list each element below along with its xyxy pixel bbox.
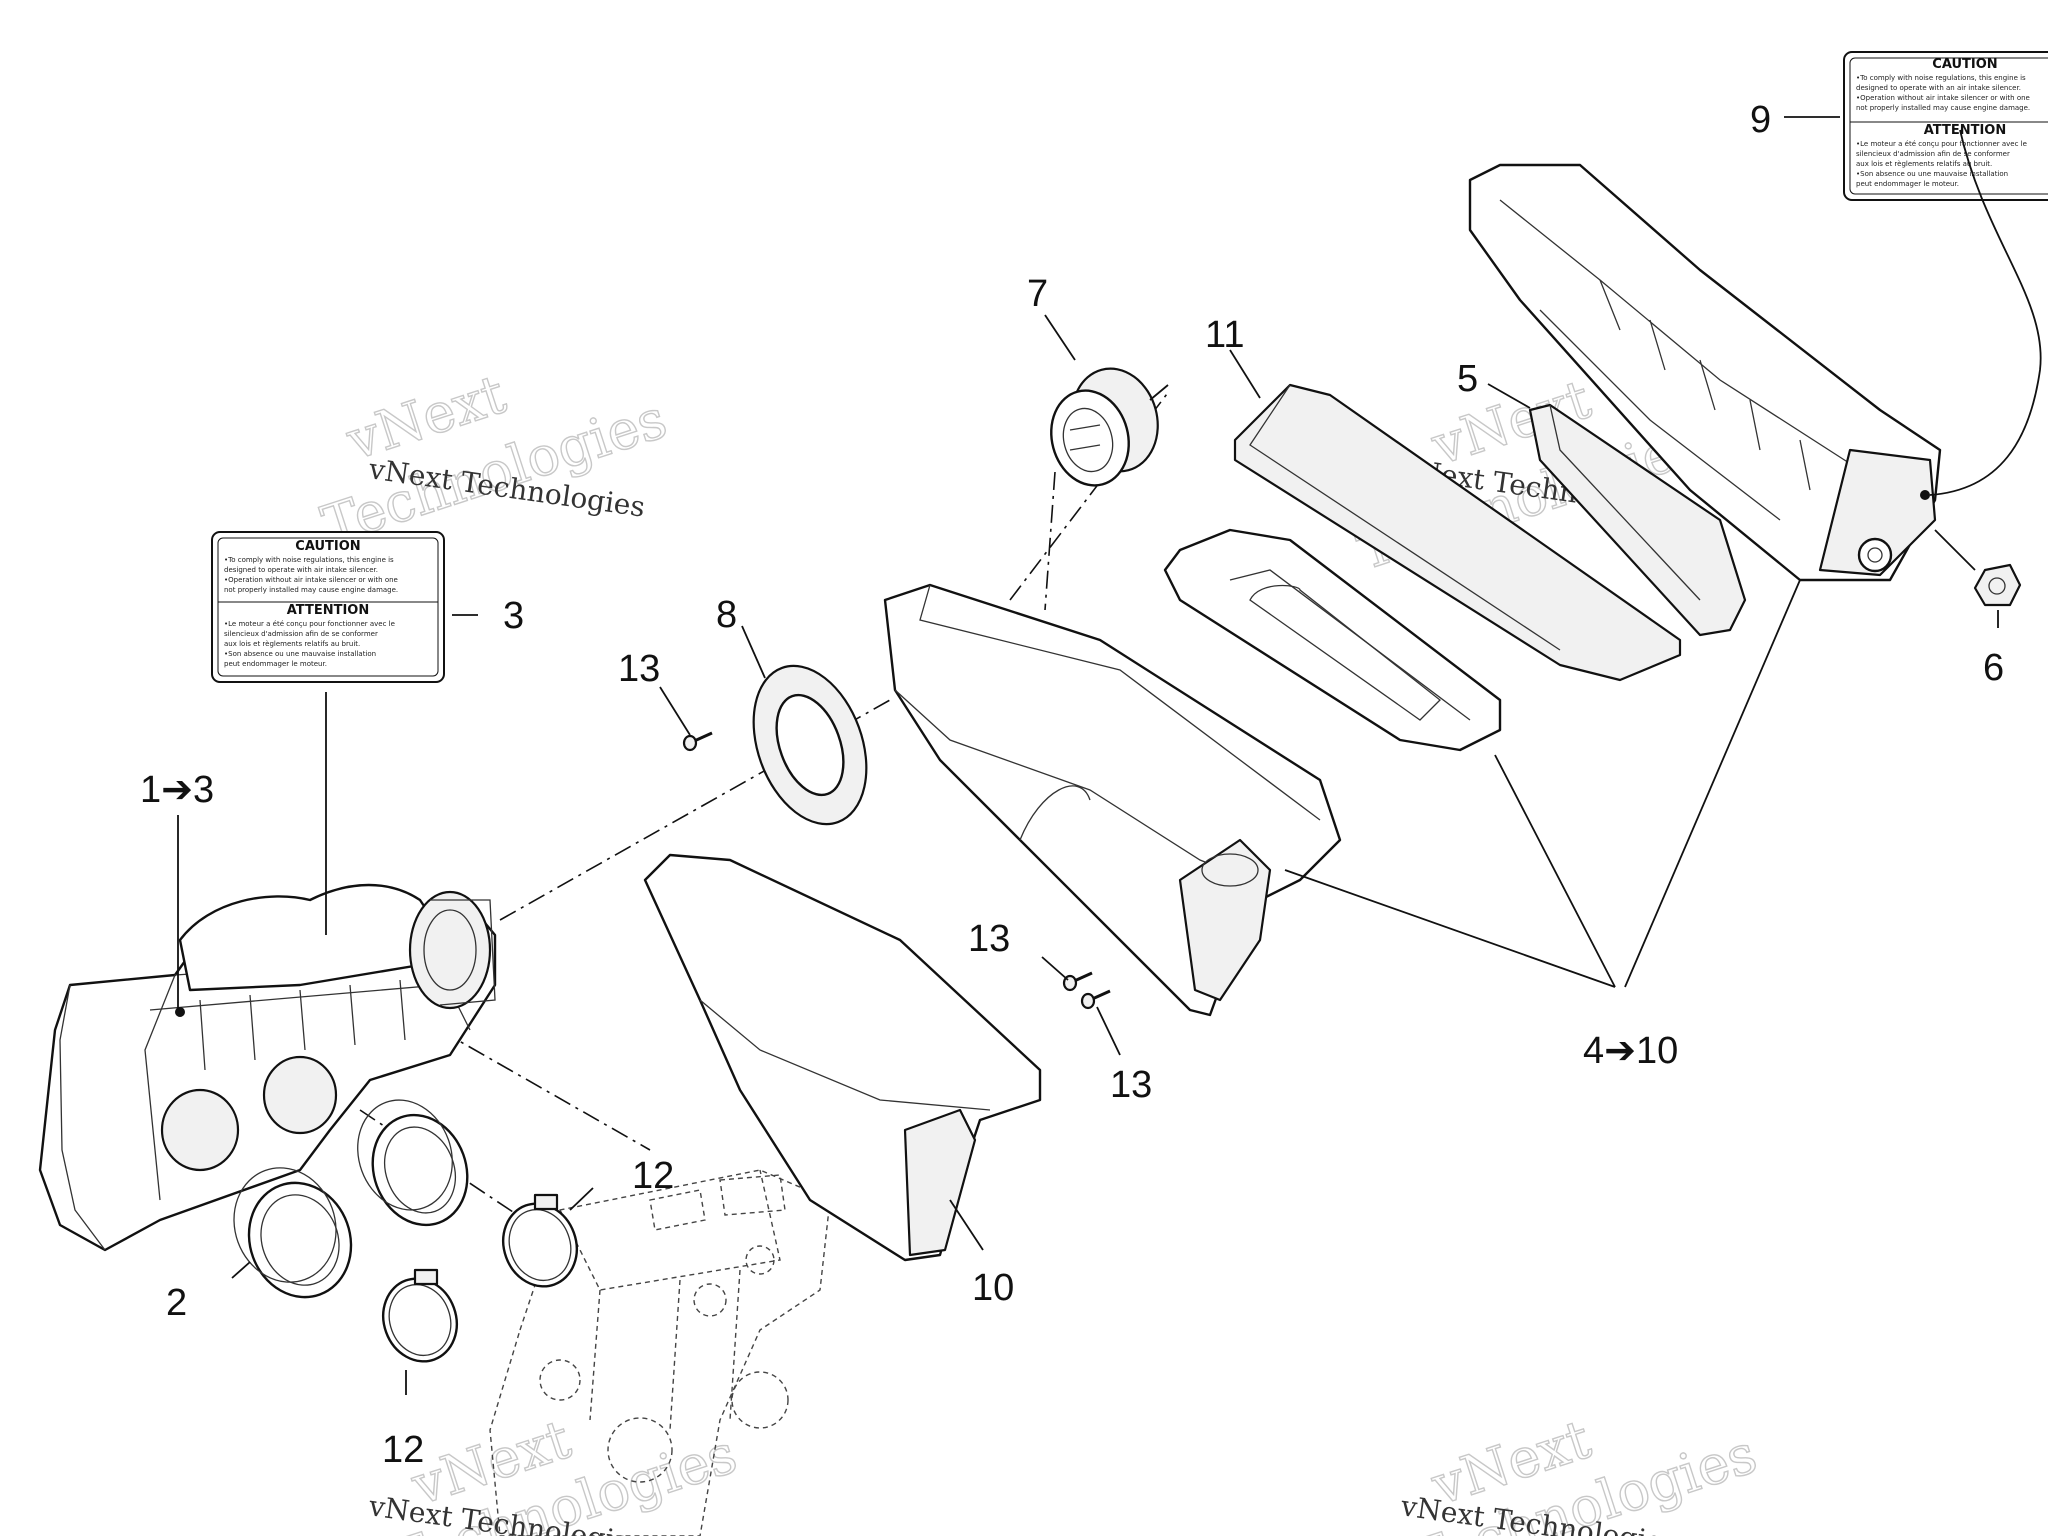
callout-4-10: 4➔10 (1583, 1030, 1678, 1072)
svg-text:aux lois et règlements relatif: aux lois et règlements relatifs au bruit… (1856, 160, 1992, 168)
svg-text:•Le moteur a été conçu pour fo: •Le moteur a été conçu pour fonctionner … (224, 620, 395, 628)
callout-2: 2 (166, 1282, 187, 1324)
caution-label-left: CAUTION •To comply with noise regulation… (211, 531, 445, 683)
callout-3: 3 (503, 595, 524, 637)
air-box-cover-upper (883, 583, 1342, 1017)
callout-7: 7 (1027, 273, 1048, 315)
svg-text:not properly installed may cau: not properly installed may cause engine … (224, 586, 398, 594)
svg-text:peut endommager le moteur.: peut endommager le moteur. (1856, 180, 1959, 188)
callout-13-mid: 13 (968, 918, 1010, 960)
svg-text:CAUTION: CAUTION (1932, 57, 1997, 72)
callout-9: 9 (1750, 99, 1771, 141)
svg-text:designed to operate with an ai: designed to operate with an air intake s… (1856, 84, 2021, 92)
svg-text:peut endommager le moteur.: peut endommager le moteur. (224, 660, 327, 668)
svg-text:CAUTION: CAUTION (295, 539, 360, 554)
air-filter (1163, 528, 1502, 752)
callout-12-upper: 12 (632, 1155, 674, 1197)
svg-text:•Operation without air intake: •Operation without air intake silencer o… (224, 576, 398, 584)
svg-text:•Son absence ou une mauvaise i: •Son absence ou une mauvaise installatio… (1856, 170, 2008, 178)
foam-strip (1528, 403, 1747, 637)
watermark-top-left: vNext Technologies vNext Technologies (314, 362, 675, 558)
svg-text:silencieux d'admission afin de: silencieux d'admission afin de se confor… (1856, 150, 2010, 158)
foam-panel (1233, 383, 1682, 682)
svg-text:•Le moteur a été conçu pour fo: •Le moteur a été conçu pour fonctionner … (1856, 140, 2027, 148)
svg-text:designed to operate with air i: designed to operate with air intake sile… (224, 566, 378, 574)
svg-text:ATTENTION: ATTENTION (1924, 123, 2006, 138)
intake-cap (1050, 367, 1169, 487)
caution-label-right: CAUTION •To comply with noise regulation… (1843, 51, 2048, 201)
watermark-bottom-right: vNext Technologies vNext Technologies (1398, 1407, 1765, 1536)
svg-text:ATTENTION: ATTENTION (287, 603, 369, 618)
callouts: 1➔3 2 3 4➔10 5 6 7 8 9 10 11 12 12 13 13… (140, 99, 2004, 1471)
screw (682, 731, 1111, 1010)
callout-11: 11 (1205, 314, 1244, 356)
callout-12-lower: 12 (382, 1429, 424, 1471)
air-box-bottom-panel (643, 853, 1042, 1262)
leader-lines (177, 116, 2042, 1395)
callout-8: 8 (716, 594, 737, 636)
callout-13-low: 13 (1110, 1064, 1152, 1106)
callout-1-3: 1➔3 (140, 769, 214, 811)
watermark-bottom-left: vNext Technologies vNext Technologies (366, 1407, 745, 1536)
gasket-ring (752, 664, 868, 826)
svg-text:•To comply with noise regulati: •To comply with noise regulations, this … (1856, 74, 2026, 82)
svg-text:•Operation without air intake: •Operation without air intake silencer o… (1856, 94, 2030, 102)
svg-text:•Son absence ou une mauvaise i: •Son absence ou une mauvaise installatio… (224, 650, 376, 658)
air-intake-box (38, 883, 497, 1252)
rubber-adapter (233, 1099, 469, 1299)
nut (1973, 563, 2022, 607)
svg-text:silencieux d'admission afin de: silencieux d'admission afin de se confor… (224, 630, 378, 638)
callout-6: 6 (1983, 647, 2004, 689)
hose-clamp (382, 1193, 578, 1363)
callout-5: 5 (1457, 358, 1478, 400)
svg-text:•To comply with noise regulati: •To comply with noise regulations, this … (224, 556, 394, 564)
engine-phantom (489, 1169, 831, 1536)
svg-text:not properly installed may cau: not properly installed may cause engine … (1856, 104, 2030, 112)
svg-text:aux lois et règlements relatif: aux lois et règlements relatifs au bruit… (224, 640, 360, 648)
callout-13-left: 13 (618, 648, 660, 690)
callout-10: 10 (972, 1267, 1014, 1309)
silencer-housing (1468, 163, 1942, 582)
